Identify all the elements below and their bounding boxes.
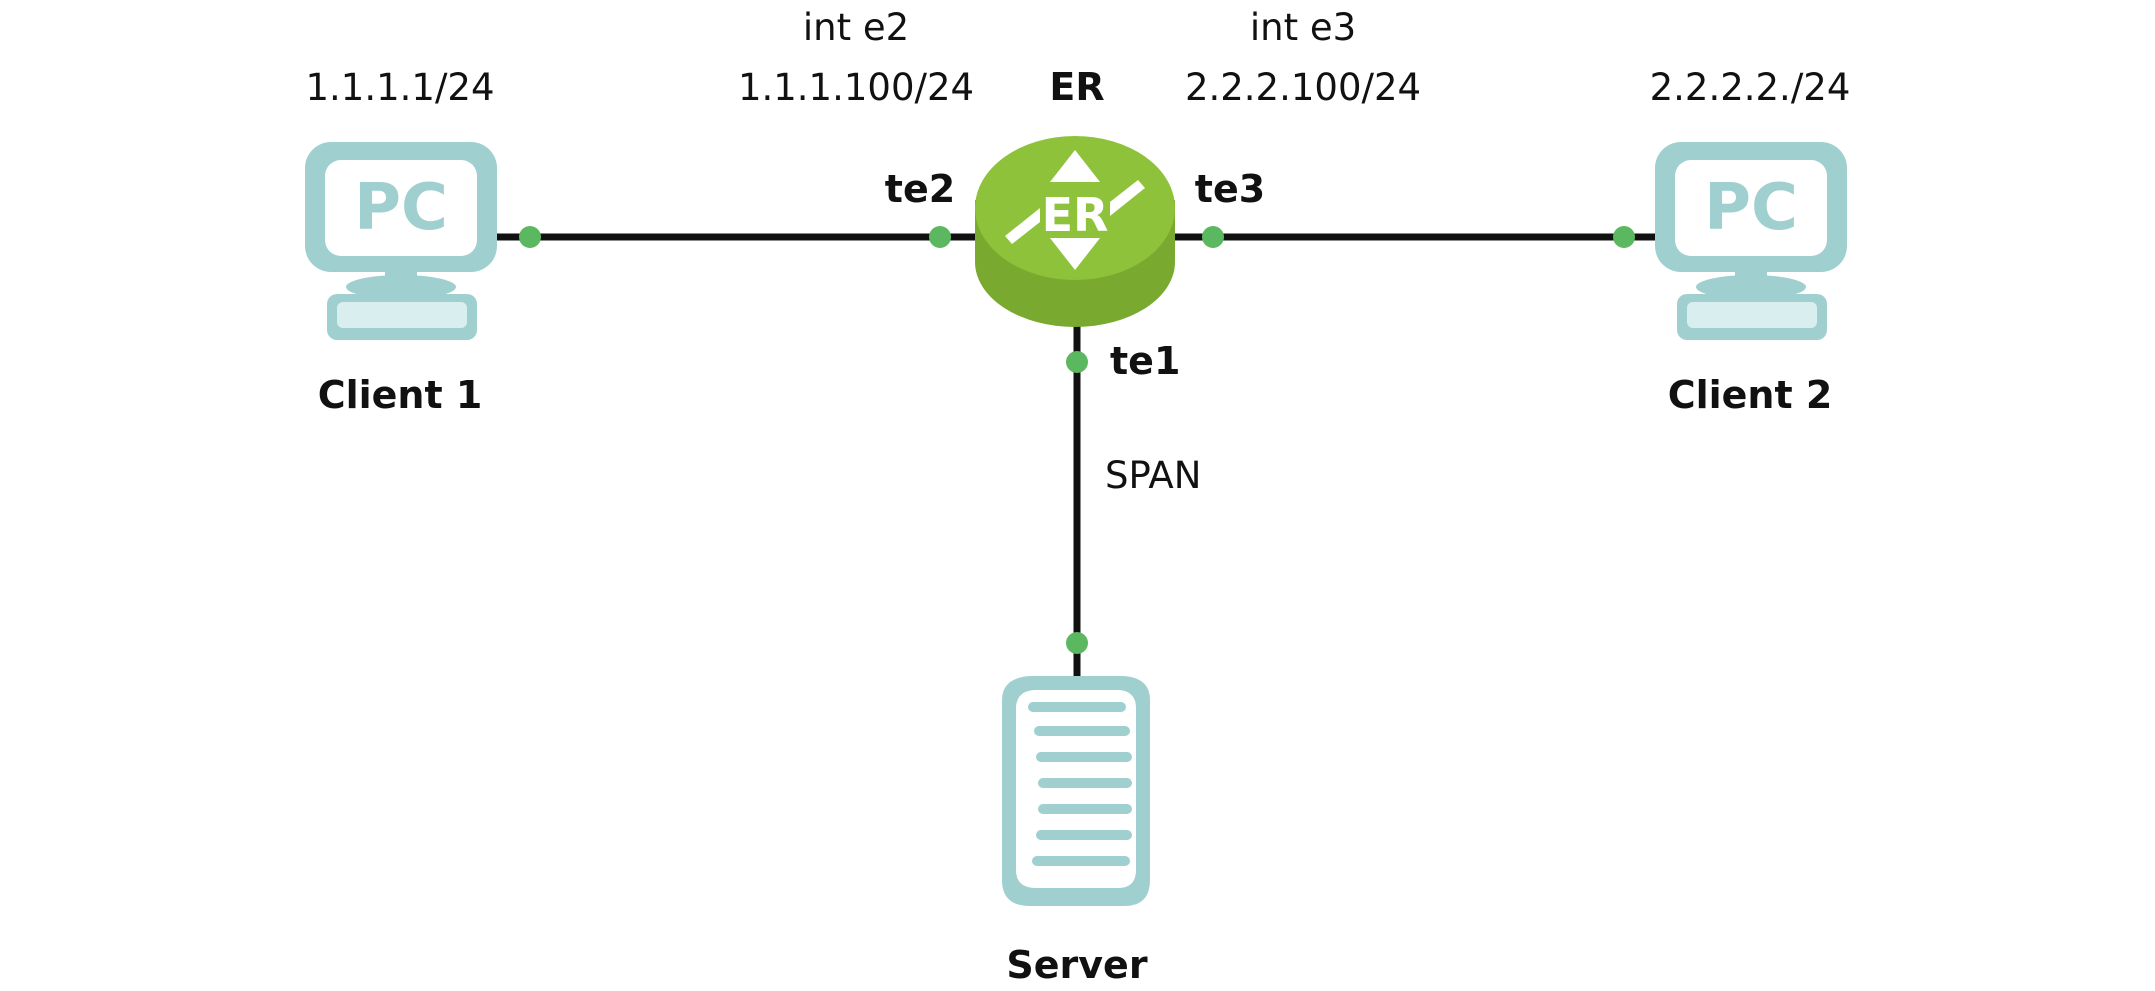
router-arrow-right-icon bbox=[1110, 180, 1145, 216]
port-te1 bbox=[1066, 351, 1088, 373]
port-client1 bbox=[519, 226, 541, 248]
port-te2 bbox=[929, 226, 951, 248]
pc-icon-client2: PC bbox=[1655, 142, 1847, 340]
client2-name-label: Client 2 bbox=[1668, 373, 1833, 417]
port-client2 bbox=[1613, 226, 1635, 248]
client1-name-label: Client 1 bbox=[318, 373, 483, 417]
links bbox=[495, 233, 1665, 680]
te3-ip-label: 2.2.2.100/24 bbox=[1185, 66, 1421, 109]
span-link-label: SPAN bbox=[1105, 454, 1201, 497]
server-name-label: Server bbox=[1006, 943, 1147, 987]
router-arrow-down-icon bbox=[1050, 238, 1100, 270]
router-icon-text: ER bbox=[1042, 188, 1109, 242]
client1-ip-label: 1.1.1.1/24 bbox=[306, 66, 495, 109]
port-te3 bbox=[1202, 226, 1224, 248]
te2-interface-label: int e2 bbox=[803, 6, 909, 49]
ports bbox=[519, 226, 1635, 654]
te3-interface-label: int e3 bbox=[1250, 6, 1356, 49]
pc-icon-text: PC bbox=[354, 171, 448, 245]
te3-port-label: te3 bbox=[1195, 167, 1265, 211]
pc-icon-client1: PC bbox=[305, 142, 497, 340]
client2-ip-label: 2.2.2.2./24 bbox=[1650, 66, 1851, 109]
router-arrow-left-icon bbox=[1005, 208, 1040, 244]
port-server bbox=[1066, 632, 1088, 654]
router-arrow-up-icon bbox=[1050, 150, 1100, 182]
router-icon: ER bbox=[975, 136, 1175, 327]
te1-port-label: te1 bbox=[1110, 339, 1180, 383]
router-name-label: ER bbox=[1049, 65, 1104, 109]
te2-port-label: te2 bbox=[885, 167, 955, 211]
server-icon bbox=[1002, 676, 1150, 906]
te2-ip-label: 1.1.1.100/24 bbox=[738, 66, 974, 109]
pc-icon-text: PC bbox=[1704, 171, 1798, 245]
